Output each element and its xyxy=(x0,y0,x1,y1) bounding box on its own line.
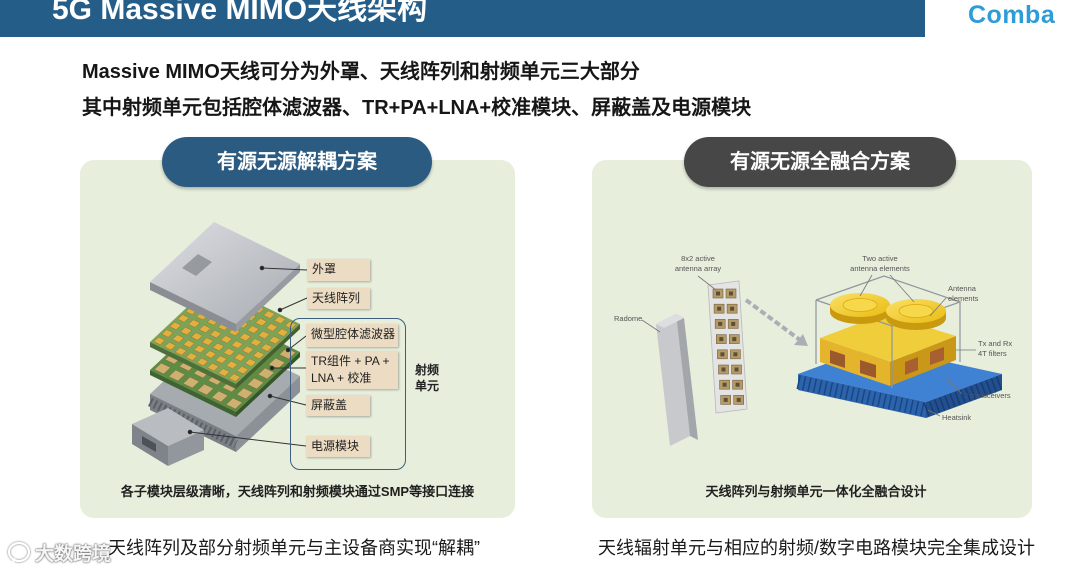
label-radome: 外罩 xyxy=(307,259,370,281)
arrow-head xyxy=(794,334,808,346)
leader-array xyxy=(280,298,307,310)
right-radome xyxy=(656,314,698,446)
watermark-text: 大数跨境 xyxy=(35,539,111,566)
left-panel-badge: 有源无源解耦方案 xyxy=(162,137,432,187)
label-antenna-elements-line2: elements xyxy=(948,294,979,303)
label-cavity-filter: 微型腔体滤波器 xyxy=(306,324,398,347)
right-array-element-core xyxy=(729,292,733,296)
watermark-logo-icon xyxy=(8,542,30,562)
right-array-element-core xyxy=(718,322,722,326)
leader-dot-radome xyxy=(260,266,264,270)
right-array-element-core xyxy=(733,352,737,356)
right-array-element-core xyxy=(717,307,721,311)
right-array-element-core xyxy=(736,383,740,387)
leader-disc-left xyxy=(860,275,872,296)
left-footer-text: 天线阵列及部分射频单元与主设备商实现“解耦” xyxy=(108,537,480,559)
right-array-element-core xyxy=(719,337,723,341)
label-antenna-array: 天线阵列 xyxy=(307,288,370,309)
right-integrated-diagram: 8x2 active antenna array Radome Two acti… xyxy=(614,254,1012,446)
left-panel-caption: 各子模块层级清晰，天线阵列和射频模块通过SMP等接口连接 xyxy=(80,482,515,502)
label-heatsink: Heatsink xyxy=(942,413,971,422)
antenna-disc-left xyxy=(830,293,890,324)
label-tr-module-line1: TR组件 + PA + xyxy=(311,353,398,370)
right-footer-text: 天线辐射单元与相应的射频/数字电路模块完全集成设计 xyxy=(598,537,1035,559)
label-power-module: 电源模块 xyxy=(306,436,370,457)
leader-dot-array xyxy=(278,308,282,312)
left-exploded-diagram xyxy=(132,222,307,466)
label-rf-unit-line2: 单元 xyxy=(415,378,439,394)
right-panel-caption: 天线阵列与射频单元一体化全融合设计 xyxy=(596,482,1036,502)
leader-disc-right xyxy=(890,275,914,302)
right-array-element-core xyxy=(720,352,724,356)
right-array-element-core xyxy=(724,398,728,402)
leader-dot-tr xyxy=(270,366,274,370)
right-array-element-core xyxy=(723,383,727,387)
right-array-element-core xyxy=(735,368,739,372)
label-8x2-line2: antenna array xyxy=(675,264,722,273)
label-tr-module-line2: LNA + 校准 xyxy=(311,370,398,387)
label-shield-cover: 屏蔽盖 xyxy=(306,395,370,416)
label-filters-line1: Tx and Rx xyxy=(978,339,1012,348)
label-transceivers: 2 transceivers xyxy=(964,391,1011,400)
leader-8x2-array xyxy=(698,276,716,290)
antenna-disc-right xyxy=(886,299,946,330)
leader-dot-shield xyxy=(268,394,272,398)
right-array-element-core xyxy=(730,307,734,311)
arrow-shaft xyxy=(746,300,800,340)
radome-top xyxy=(150,222,300,324)
right-array xyxy=(708,281,747,413)
label-two-active-line1: Two active xyxy=(862,254,897,263)
label-rf-unit: 射频 单元 xyxy=(415,362,439,394)
label-8x2-line1: 8x2 active xyxy=(681,254,715,263)
right-array-element-core xyxy=(722,368,726,372)
right-array-backplate xyxy=(708,281,747,413)
label-radome: Radome xyxy=(614,314,642,323)
label-rf-unit-line1: 射频 xyxy=(415,362,439,378)
right-array-element-core xyxy=(737,398,741,402)
label-tr-module: TR组件 + PA + LNA + 校准 xyxy=(306,351,398,389)
label-filters-line2: 4T filters xyxy=(978,349,1007,358)
watermark: 大数跨境 xyxy=(8,538,111,566)
integration-arrow xyxy=(746,300,808,346)
right-array-element-core xyxy=(731,322,735,326)
label-two-active-line2: antenna elements xyxy=(850,264,910,273)
right-array-element-core xyxy=(732,337,736,341)
label-antenna-elements-line1: Antenna xyxy=(948,284,977,293)
right-panel-badge: 有源无源全融合方案 xyxy=(684,137,956,187)
leader-dot-power xyxy=(188,430,192,434)
right-array-element-core xyxy=(716,292,720,296)
